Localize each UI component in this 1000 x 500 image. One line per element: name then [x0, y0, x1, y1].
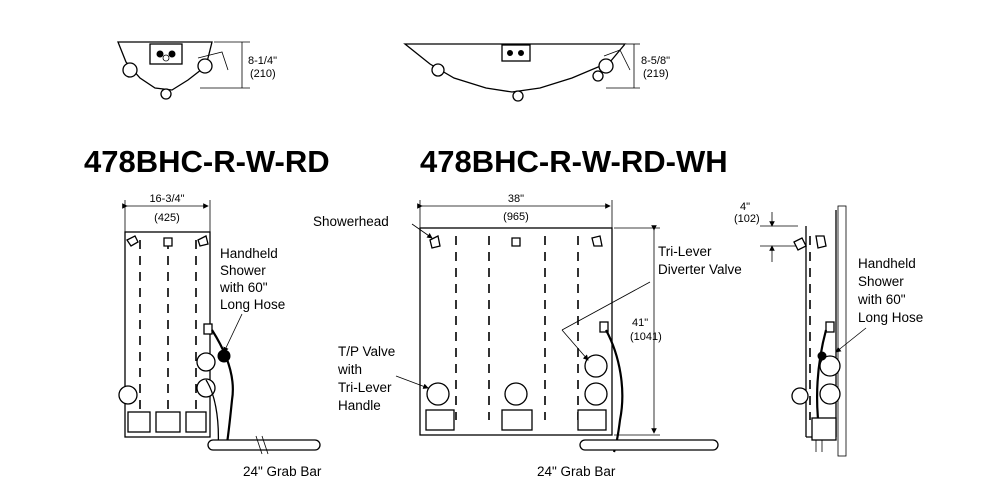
top-wide-depth-mm: (219): [643, 68, 669, 80]
dimension-top-single: 8-1/4" (210): [200, 41, 277, 89]
wide-height: 41": [632, 317, 648, 329]
dimension-wide-height: 41" (1041): [614, 225, 662, 436]
side-handheld-line4: Long Hose: [858, 310, 923, 325]
side-handheld-line3: with 60": [857, 292, 906, 307]
tp-valve-line2: with: [337, 362, 362, 377]
diverter-line1: Tri-Lever: [658, 244, 712, 259]
callout-handheld-single: Handheld Shower with 60" Long Hose: [219, 246, 285, 353]
side-view-unit: [791, 205, 847, 457]
top-wide-depth: 8-5/8": [641, 55, 670, 67]
side-offset-mm: (102): [734, 213, 760, 225]
callout-tp-valve: T/P Valve with Tri-Lever Handle: [337, 344, 429, 413]
wide-width-mm: (965): [503, 211, 529, 223]
single-handheld-line2: Shower: [220, 263, 266, 278]
title-single-unit: 478BHC-R-W-RD: [84, 144, 330, 179]
dimension-side-offset: 4" (102): [734, 201, 798, 262]
dimension-wide-width: 38" (965): [417, 193, 613, 228]
top-single-depth: 8-1/4": [248, 55, 277, 67]
tp-valve-line3: Tri-Lever: [338, 380, 392, 395]
single-handheld-line3: with 60": [219, 280, 268, 295]
title-wide-unit: 478BHC-R-W-RD-WH: [420, 144, 728, 179]
tp-valve-line1: T/P Valve: [338, 344, 395, 359]
single-handheld-line1: Handheld: [220, 246, 278, 261]
callout-diverter: Tri-Lever Diverter Valve: [561, 244, 742, 361]
dimension-top-wide: 8-5/8" (219): [606, 43, 670, 89]
side-handheld-line2: Shower: [858, 274, 904, 289]
top-view-single: [117, 41, 229, 100]
front-view-wide: [419, 227, 719, 453]
side-handheld-line1: Handheld: [858, 256, 916, 271]
dimension-single-width: 16-3/4" (425): [122, 193, 211, 232]
single-width: 16-3/4": [149, 193, 184, 205]
wide-grab-bar-label: 24" Grab Bar: [537, 464, 616, 479]
front-view-single: [118, 231, 321, 455]
single-width-mm: (425): [154, 212, 180, 224]
single-handheld-line4: Long Hose: [220, 297, 285, 312]
wide-width: 38": [508, 193, 524, 205]
diverter-line2: Diverter Valve: [658, 262, 742, 277]
callout-showerhead: Showerhead: [313, 214, 433, 239]
top-single-depth-mm: (210): [250, 68, 276, 80]
single-grab-bar-label: 24" Grab Bar: [243, 464, 322, 479]
tp-valve-line4: Handle: [338, 398, 381, 413]
showerhead-label: Showerhead: [313, 214, 389, 229]
side-offset: 4": [740, 201, 750, 213]
top-view-wide: [403, 43, 631, 102]
callout-handheld-side: Handheld Shower with 60" Long Hose: [835, 256, 923, 353]
wide-height-mm: (1041): [630, 331, 662, 343]
